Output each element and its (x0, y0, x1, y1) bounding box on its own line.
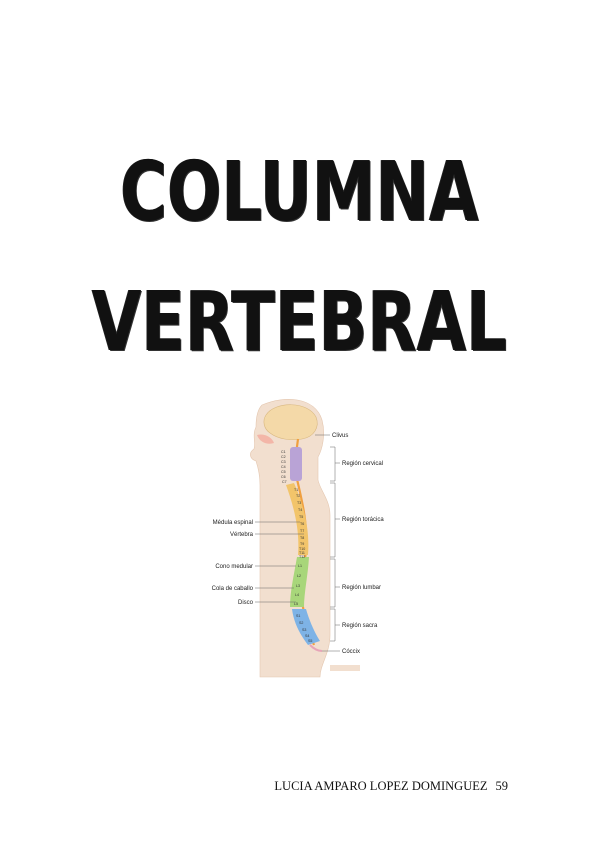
vertebra-label: T2 (296, 494, 300, 498)
vertebra-label: T7 (300, 529, 304, 533)
label-thoracic-region: Región torácica (342, 517, 384, 523)
thoracic-vertebrae (286, 483, 309, 555)
vertebra-label: L2 (297, 574, 301, 578)
label-cauda: Cola de caballo (212, 586, 254, 592)
vertebra-label: L5 (294, 602, 298, 606)
label-clivus: Clivus (332, 433, 348, 439)
lumbar-vertebrae (290, 557, 309, 607)
vertebra-label: L4 (295, 593, 299, 597)
vertebra-label: C2 (281, 455, 286, 459)
spine-figure: C1 C2 C3 C4 C5 C6 C7 T1 T2 T3 T4 T5 T6 T… (190, 395, 420, 685)
spine-illustration: C1 C2 C3 C4 C5 C6 C7 T1 T2 T3 T4 T5 T6 T… (212, 399, 384, 678)
vertebra-label: C7 (282, 480, 287, 484)
vertebra-label: L1 (298, 564, 302, 568)
vertebra-label: C4 (281, 465, 286, 469)
vertebra-label: S1 (296, 614, 300, 618)
vertebra-label: S5 (308, 639, 312, 643)
vertebra-label: T5 (299, 515, 303, 519)
label-lumbar-region: Región lumbar (342, 585, 381, 591)
region-brackets (315, 434, 340, 652)
coccyx (309, 644, 323, 652)
vertebra-label: C5 (281, 470, 286, 474)
copyright-mark (330, 665, 360, 671)
title-line-1: COLUMNA (120, 145, 479, 240)
vertebra-label: L3 (296, 584, 300, 588)
vertebra-label: C3 (281, 460, 286, 464)
vertebra-label: S2 (299, 621, 303, 625)
vertebra-label: T11 (299, 551, 305, 555)
label-sacral-region: Región sacra (342, 623, 378, 629)
body-silhouette (250, 399, 331, 678)
vertebra-label: T1 (294, 488, 298, 492)
vertebra-label: T3 (297, 501, 301, 505)
page-number: 59 (495, 779, 509, 793)
label-disc: Disco (238, 600, 254, 606)
sacral-vertebrae (292, 609, 320, 645)
vertebra-label: T12 (299, 555, 305, 559)
vertebra-label: C1 (281, 450, 286, 454)
label-vertebra: Vértebra (230, 532, 254, 538)
vertebra-label: T10 (299, 547, 305, 551)
leader-lines (255, 521, 304, 603)
title-line-2: VERTEBRAL (91, 275, 508, 370)
label-coccyx: Cóccix (342, 649, 360, 655)
vertebra-label: T4 (298, 508, 302, 512)
vertebra-label: T8 (300, 536, 304, 540)
brain (263, 404, 318, 441)
nasal-cavity (257, 434, 274, 444)
page-footer: LUCIA AMPARO LOPEZ DOMINGUEZ 59 (0, 779, 508, 794)
vertebra-label: T6 (300, 522, 304, 526)
vertebra-label: T9 (300, 542, 304, 546)
label-conus: Cono medular (215, 564, 253, 570)
vertebra-label: S4 (305, 634, 309, 638)
vertebra-label: S3 (302, 628, 306, 632)
vertebra-label: C6 (281, 475, 286, 479)
cervical-vertebrae (290, 447, 302, 481)
label-cervical-region: Región cervical (342, 461, 383, 467)
footer-author: LUCIA AMPARO LOPEZ DOMINGUEZ (274, 779, 488, 793)
label-spinal-cord: Médula espinal (213, 520, 253, 526)
